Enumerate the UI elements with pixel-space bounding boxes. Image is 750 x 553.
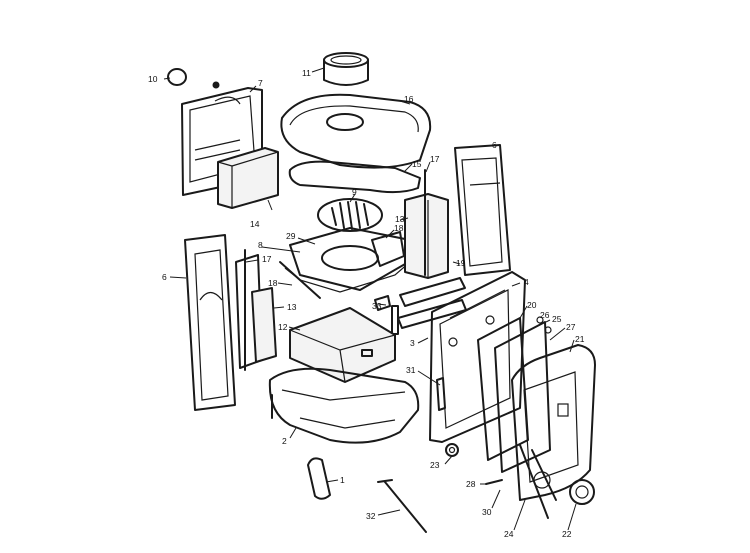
- callout-16: 16: [404, 94, 414, 104]
- callout-6-left: 6: [162, 272, 167, 282]
- side-panel-left-part: [184, 234, 236, 411]
- callout-18-left: 18: [268, 278, 278, 288]
- callout-33: 33: [372, 301, 382, 311]
- callout-labels: 10 11 7 16 6 15 17 9 13 18 29 8 6 17 18 …: [148, 68, 585, 539]
- leader-lines: [163, 67, 577, 531]
- callout-23: 23: [430, 460, 440, 470]
- callout-17-left: 17: [262, 254, 272, 264]
- door-part: [511, 344, 596, 501]
- callout-7: 7: [258, 78, 263, 88]
- callout-10: 10: [148, 74, 158, 84]
- spin-disc-part: [167, 68, 220, 89]
- side-firebrick-left-part: [235, 249, 277, 371]
- callout-29: 29: [286, 231, 296, 241]
- callout-30: 30: [482, 507, 492, 517]
- callout-12: 12: [278, 322, 288, 332]
- door-seal-part: [477, 316, 552, 473]
- side-firebrick-right-part: [404, 193, 449, 279]
- callout-21: 21: [575, 334, 585, 344]
- callout-14: 14: [250, 219, 260, 229]
- washer-part: [445, 443, 459, 457]
- callout-22: 22: [562, 529, 572, 539]
- hinge-part: [436, 377, 446, 411]
- handle-part: [307, 457, 331, 500]
- side-panel-right-part: [454, 144, 511, 276]
- callout-18-right: 18: [394, 223, 404, 233]
- callout-13-left: 13: [287, 302, 297, 312]
- callout-20: 20: [527, 300, 537, 310]
- callout-4: 4: [524, 277, 529, 287]
- callout-1: 1: [340, 475, 345, 485]
- clip-part: [374, 295, 391, 311]
- callout-15: 15: [412, 159, 422, 169]
- callout-2: 2: [282, 436, 287, 446]
- callout-25: 25: [552, 314, 562, 324]
- front-frame-part: [429, 271, 526, 443]
- spin-control-part: [569, 479, 595, 505]
- pin-part: [485, 479, 503, 485]
- top-plate-part: [280, 93, 432, 169]
- callout-31: 31: [406, 365, 416, 375]
- flue-collar-part: [323, 52, 369, 86]
- rear-firebrick-part: [217, 147, 279, 209]
- callout-28: 28: [466, 479, 476, 489]
- ash-pan-part: [289, 307, 396, 383]
- callout-27: 27: [566, 322, 576, 332]
- callout-24: 24: [504, 529, 514, 539]
- callout-9: 9: [352, 187, 357, 197]
- callout-6-right: 6: [492, 140, 497, 150]
- latch-rod-part: [519, 444, 557, 519]
- callout-11: 11: [302, 68, 311, 78]
- callout-8: 8: [258, 240, 263, 250]
- side-bar-left-part: [279, 261, 321, 299]
- baffle-bar-part: [391, 277, 467, 335]
- grate-part: [317, 198, 383, 232]
- base-part: [268, 367, 420, 444]
- callout-3: 3: [410, 338, 415, 348]
- callout-32: 32: [366, 511, 376, 521]
- poker-tool-part: [377, 479, 427, 533]
- rear-firebar-part: [288, 160, 421, 194]
- callout-26: 26: [540, 310, 550, 320]
- callout-19: 19: [456, 258, 466, 268]
- callout-13-right: 13: [395, 214, 405, 224]
- callout-17-right: 17: [430, 154, 440, 164]
